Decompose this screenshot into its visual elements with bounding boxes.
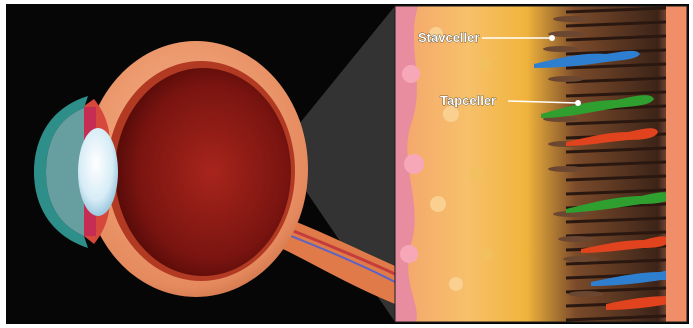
retina-panel [395, 6, 687, 322]
cones-label: Tapceller [440, 93, 496, 108]
lens [78, 128, 118, 216]
pigment-epithelium [666, 6, 687, 322]
vitreous-body [115, 68, 291, 276]
cone-leader-dot [575, 100, 581, 106]
eye-retina-illustration: Stavceller Tapceller [6, 4, 689, 324]
rods-label: Stavceller [418, 30, 479, 45]
rod-leader-dot [549, 35, 555, 41]
